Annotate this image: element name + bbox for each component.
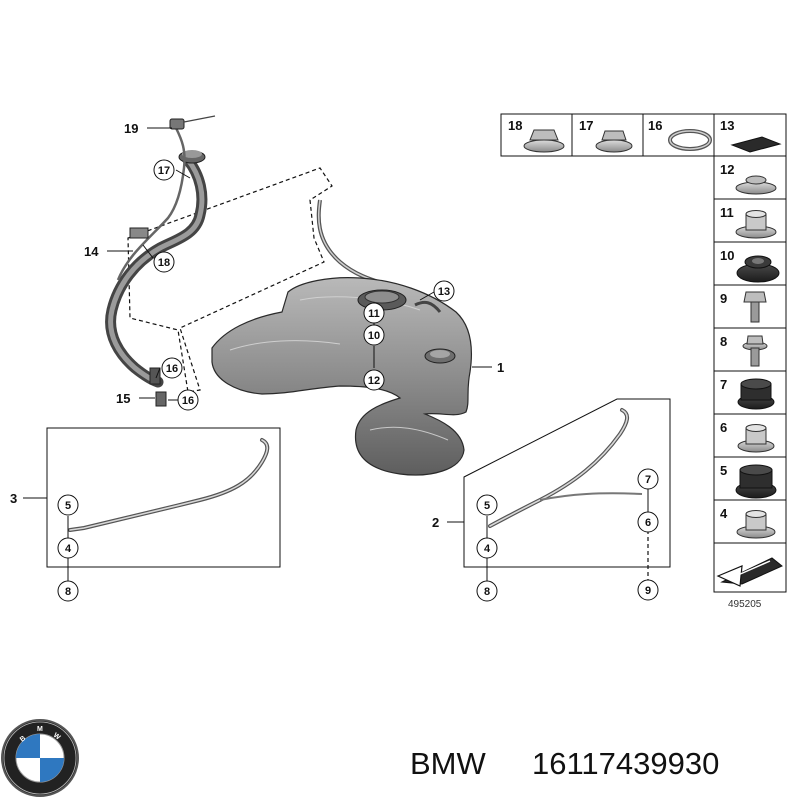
callout-8-right: 8 — [484, 586, 490, 598]
part-number: 16117439930 — [532, 746, 719, 781]
callout-11: 11 — [368, 308, 380, 320]
table-cell-11: 11 — [720, 205, 734, 220]
table-cell-7: 7 — [720, 377, 727, 392]
strap-box-3 — [46, 427, 281, 568]
callout-7: 7 — [645, 474, 651, 486]
callout-4-left: 4 — [65, 543, 72, 555]
callout-5-left: 5 — [65, 500, 71, 512]
bushing-icon-11 — [735, 210, 777, 239]
flange-nut-icon-18 — [523, 129, 565, 153]
svg-text:B: B — [19, 735, 27, 744]
table-cell-9: 9 — [720, 291, 727, 306]
grommet-icon-12 — [735, 175, 777, 195]
direction-arrow-icon — [716, 557, 783, 587]
rubber-grommet-icon-10 — [736, 255, 780, 283]
fuel-tank-illustration — [211, 277, 473, 476]
parts-table-column: 12 11 10 9 8 — [713, 155, 787, 593]
callout-8-left: 8 — [65, 586, 71, 598]
brand-label: BMW — [410, 746, 487, 781]
sleeve-icon-6 — [737, 424, 775, 453]
callout-2: 2 — [432, 515, 439, 530]
flange-nut-icon-17 — [595, 130, 633, 153]
callout-15: 15 — [116, 391, 130, 406]
hose-clamp-icon-16 — [668, 129, 712, 151]
bmw-logo: B M W — [1, 719, 79, 797]
callout-16b: 16 — [182, 395, 194, 407]
callout-16: 16 — [166, 363, 178, 375]
callouts: 19 17 14 18 16 15 16 13 11 10 12 1 3 5 4… — [10, 121, 659, 602]
callout-6: 6 — [645, 517, 651, 529]
svg-text:W: W — [52, 732, 62, 742]
callout-13: 13 — [438, 286, 450, 298]
callout-9: 9 — [645, 585, 651, 597]
callout-10: 10 — [368, 330, 380, 342]
callout-19: 19 — [124, 121, 138, 136]
rubber-bushing-icon-7 — [737, 378, 775, 410]
callout-1: 1 — [497, 360, 504, 375]
parts-table-top-row: 18 17 16 13 — [500, 113, 787, 157]
filler-neck-illustration — [105, 115, 333, 407]
svg-text:M: M — [37, 726, 43, 733]
callout-14: 14 — [84, 244, 99, 259]
table-cell-18: 18 — [508, 118, 522, 133]
callout-5-right: 5 — [484, 500, 490, 512]
rubber-bushing-icon-5 — [735, 464, 777, 499]
table-cell-12: 12 — [720, 162, 734, 177]
vent-hose — [316, 199, 386, 286]
callout-4-right: 4 — [484, 543, 491, 555]
sleeve-icon-4 — [736, 510, 776, 539]
table-cell-17: 17 — [579, 118, 593, 133]
diagram-id: 495205 — [728, 599, 762, 610]
strap-box-2 — [463, 398, 671, 568]
callout-12: 12 — [368, 375, 380, 387]
foam-pad-icon-13 — [730, 136, 782, 153]
table-cell-13: 13 — [720, 118, 734, 133]
table-cell-8: 8 — [720, 334, 727, 349]
table-cell-6: 6 — [720, 420, 727, 435]
table-cell-4: 4 — [720, 506, 728, 521]
callout-3: 3 — [10, 491, 17, 506]
table-cell-16: 16 — [648, 118, 662, 133]
callout-17: 17 — [158, 165, 170, 177]
callout-18: 18 — [158, 257, 170, 269]
bolt-icon-8 — [742, 335, 768, 367]
table-cell-10: 10 — [720, 248, 734, 263]
bolt-icon-9 — [743, 291, 767, 323]
table-cell-5: 5 — [720, 463, 727, 478]
